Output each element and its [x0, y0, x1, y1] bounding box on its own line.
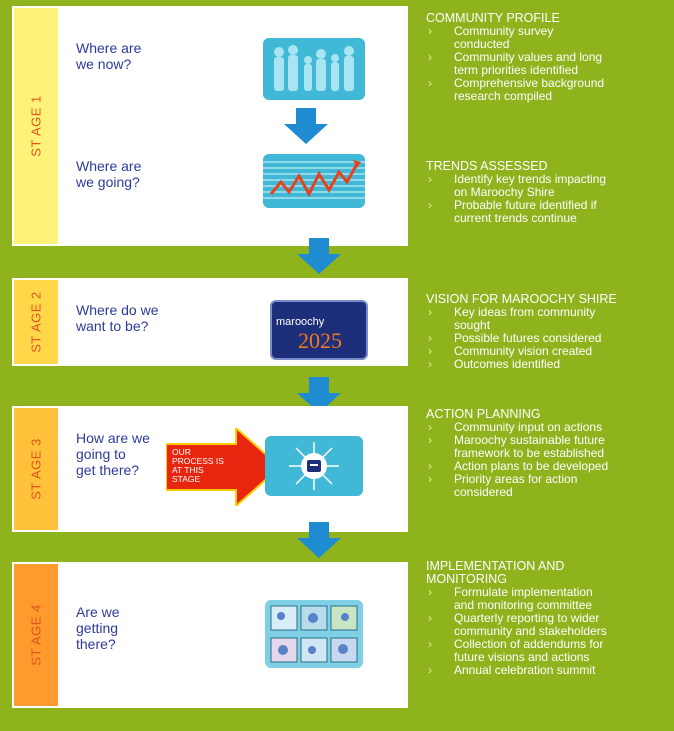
list-item: ›Community values and long term prioriti… — [428, 50, 603, 77]
section-trends-assessed: TRENDS ASSESSED ›Identify key trends imp… — [426, 160, 666, 225]
list-item: ›Quarterly reporting to wider community … — [428, 611, 607, 638]
stage-1-question-2: Where are we going? — [76, 158, 142, 190]
callout-text: OUR PROCESS IS AT THIS STAGE — [172, 447, 224, 484]
section-title: COMMUNITY PROFILE — [426, 11, 560, 25]
stage-3-tab: ST AGE 3 — [14, 408, 58, 530]
stage-2-body: Where do we want to be? maroochy 2025 — [58, 280, 406, 364]
down-arrow-icon — [297, 377, 341, 413]
trend-chart-icon — [263, 154, 365, 208]
stage-3-question: How are we going to get there? — [76, 430, 150, 478]
chevron-right-icon: › — [428, 305, 432, 319]
stage-1-panel: ST AGE 1 Where are we now? Where are we … — [12, 6, 408, 246]
list-item: ›Outcomes identified — [428, 357, 561, 371]
chevron-right-icon: › — [428, 611, 432, 625]
section-title: ACTION PLANNING — [426, 407, 541, 421]
chevron-right-icon: › — [428, 50, 432, 64]
chevron-right-icon: › — [428, 433, 432, 447]
chevron-right-icon: › — [428, 76, 432, 90]
logo-word: maroochy — [276, 316, 325, 328]
list-item: ›Comprehensive background research compi… — [428, 76, 605, 103]
section-implementation: IMPLEMENTATION AND MONITORING ›Formulate… — [426, 560, 666, 677]
stage-3-body: How are we going to get there? OUR PROCE… — [58, 408, 406, 530]
list-item: ›Priority areas for action considered — [428, 472, 578, 499]
section-title: VISION FOR MAROOCHY SHIRE — [426, 292, 617, 306]
section-title: TRENDS ASSESSED — [426, 159, 548, 173]
chevron-right-icon: › — [428, 172, 432, 186]
thumbnails-icon — [270, 605, 358, 663]
stage-4-question: Are we getting there? — [76, 604, 120, 652]
chevron-right-icon: › — [428, 663, 432, 677]
chevron-right-icon: › — [428, 472, 432, 486]
stage-4-panel: ST AGE 4 Are we getting there? — [12, 562, 408, 708]
section-title: IMPLEMENTATION AND MONITORING — [426, 559, 565, 586]
stage-1-body: Where are we now? Where are we going? — [58, 8, 406, 244]
section-vision: VISION FOR MAROOCHY SHIRE ›Key ideas fro… — [426, 293, 666, 371]
stage-2-question: Where do we want to be? — [76, 302, 159, 334]
stage-4-tab: ST AGE 4 — [14, 564, 58, 706]
chevron-right-icon: › — [428, 198, 432, 212]
down-arrow-icon — [297, 522, 341, 558]
hub-arrows-icon — [289, 442, 339, 490]
stage-1-tab: ST AGE 1 — [14, 8, 58, 244]
people-silhouette-icon — [274, 45, 354, 91]
chevron-right-icon: › — [428, 344, 432, 358]
photo-grid-icon — [265, 600, 363, 668]
section-community-profile: COMMUNITY PROFILE ›Community survey cond… — [426, 12, 666, 103]
list-item: ›Annual celebration summit — [428, 663, 596, 677]
people-photo-icon — [263, 38, 365, 100]
list-item: ›Collection of addendums for future visi… — [428, 637, 604, 664]
list-item: ›Maroochy sustainable future framework t… — [428, 433, 605, 460]
chevron-right-icon: › — [428, 331, 432, 345]
stage-2-label: ST AGE 2 — [28, 291, 44, 353]
section-action-planning: ACTION PLANNING ›Community input on acti… — [426, 408, 666, 499]
down-arrow-icon — [297, 238, 341, 274]
stage-2-panel: ST AGE 2 Where do we want to be? marooch… — [12, 278, 408, 366]
stage-4-body: Are we getting there? — [58, 564, 406, 706]
red-callout-arrow-icon — [166, 428, 280, 506]
chevron-right-icon: › — [428, 585, 432, 599]
trend-line-icon — [263, 160, 365, 199]
chevron-right-icon: › — [428, 459, 432, 473]
list-item: ›Community survey conducted — [428, 24, 554, 51]
list-item: ›Formulate implementation and monitoring… — [428, 585, 593, 612]
stage-4-label: ST AGE 4 — [28, 604, 44, 666]
action-hub-icon — [265, 436, 363, 496]
stage-1-label: ST AGE 1 — [28, 95, 44, 157]
list-item: ›Key ideas from community sought — [428, 305, 596, 332]
logo-year: 2025 — [298, 328, 342, 353]
chevron-right-icon: › — [428, 24, 432, 38]
list-item: ›Community vision created — [428, 344, 593, 358]
stage-3-panel: ST AGE 3 How are we going to get there? … — [12, 406, 408, 532]
stage-2-tab: ST AGE 2 — [14, 280, 58, 364]
list-item: ›Possible futures considered — [428, 331, 602, 345]
stage-3-label: ST AGE 3 — [28, 438, 44, 500]
maroochy-2025-logo: maroochy 2025 — [270, 300, 368, 360]
chevron-right-icon: › — [428, 637, 432, 651]
chevron-right-icon: › — [428, 357, 432, 371]
list-item: ›Identify key trends impacting on Marooc… — [428, 172, 607, 199]
list-item: ›Community input on actions — [428, 420, 603, 434]
down-arrow-icon — [284, 108, 328, 144]
list-item: ›Probable future identified if current t… — [428, 198, 597, 225]
list-item: ›Action plans to be developed — [428, 459, 609, 473]
stage-1-question-1: Where are we now? — [76, 40, 142, 72]
chevron-right-icon: › — [428, 420, 432, 434]
